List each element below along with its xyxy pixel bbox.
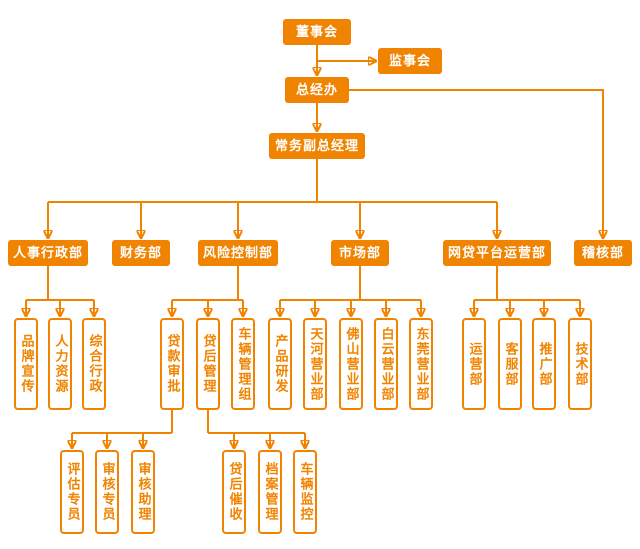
node-general-manager-office: 总经办 — [285, 77, 349, 103]
node-risk-control-dept: 风险控制部 — [198, 240, 278, 266]
node-operations-dept: 运营部 — [462, 318, 486, 410]
node-foshan-branch: 佛山营业部 — [339, 318, 363, 410]
node-vehicle-management-group: 车辆管理组 — [231, 318, 255, 410]
node-loan-approval: 贷款审批 — [160, 318, 184, 410]
node-human-resources: 人力资源 — [48, 318, 72, 410]
node-audit-dept: 稽核部 — [574, 240, 632, 266]
node-executive-deputy-gm: 常务副总经理 — [269, 133, 365, 159]
node-baiyun-branch: 白云营业部 — [374, 318, 398, 410]
node-vehicle-monitoring: 车辆监控 — [293, 450, 317, 534]
node-evaluation-specialist: 评估专员 — [60, 450, 84, 534]
node-marketing-dept: 市场部 — [331, 240, 389, 266]
node-post-loan-collection: 贷后催收 — [222, 450, 246, 534]
node-review-specialist: 审核专员 — [95, 450, 119, 534]
node-finance-dept: 财务部 — [112, 240, 170, 266]
node-post-loan-management: 贷后管理 — [196, 318, 220, 410]
node-tianhe-branch: 天河营业部 — [303, 318, 327, 410]
node-supervisory-board: 监事会 — [378, 48, 442, 74]
node-technology-dept: 技术部 — [568, 318, 592, 410]
node-hr-admin-dept: 人事行政部 — [8, 240, 88, 266]
node-brand-promotion: 品牌宣传 — [14, 318, 38, 410]
node-general-administration: 综合行政 — [82, 318, 106, 410]
node-dongguan-branch: 东莞营业部 — [409, 318, 433, 410]
node-online-lending-platform-ops-dept: 网贷平台运营部 — [443, 240, 551, 266]
node-board-of-directors: 董事会 — [283, 19, 351, 45]
node-customer-service-dept: 客服部 — [498, 318, 522, 410]
node-archives-management: 档案管理 — [258, 450, 282, 534]
node-product-development: 产品研发 — [268, 318, 292, 410]
node-promotion-dept: 推广部 — [532, 318, 556, 410]
node-review-assistant: 审核助理 — [131, 450, 155, 534]
